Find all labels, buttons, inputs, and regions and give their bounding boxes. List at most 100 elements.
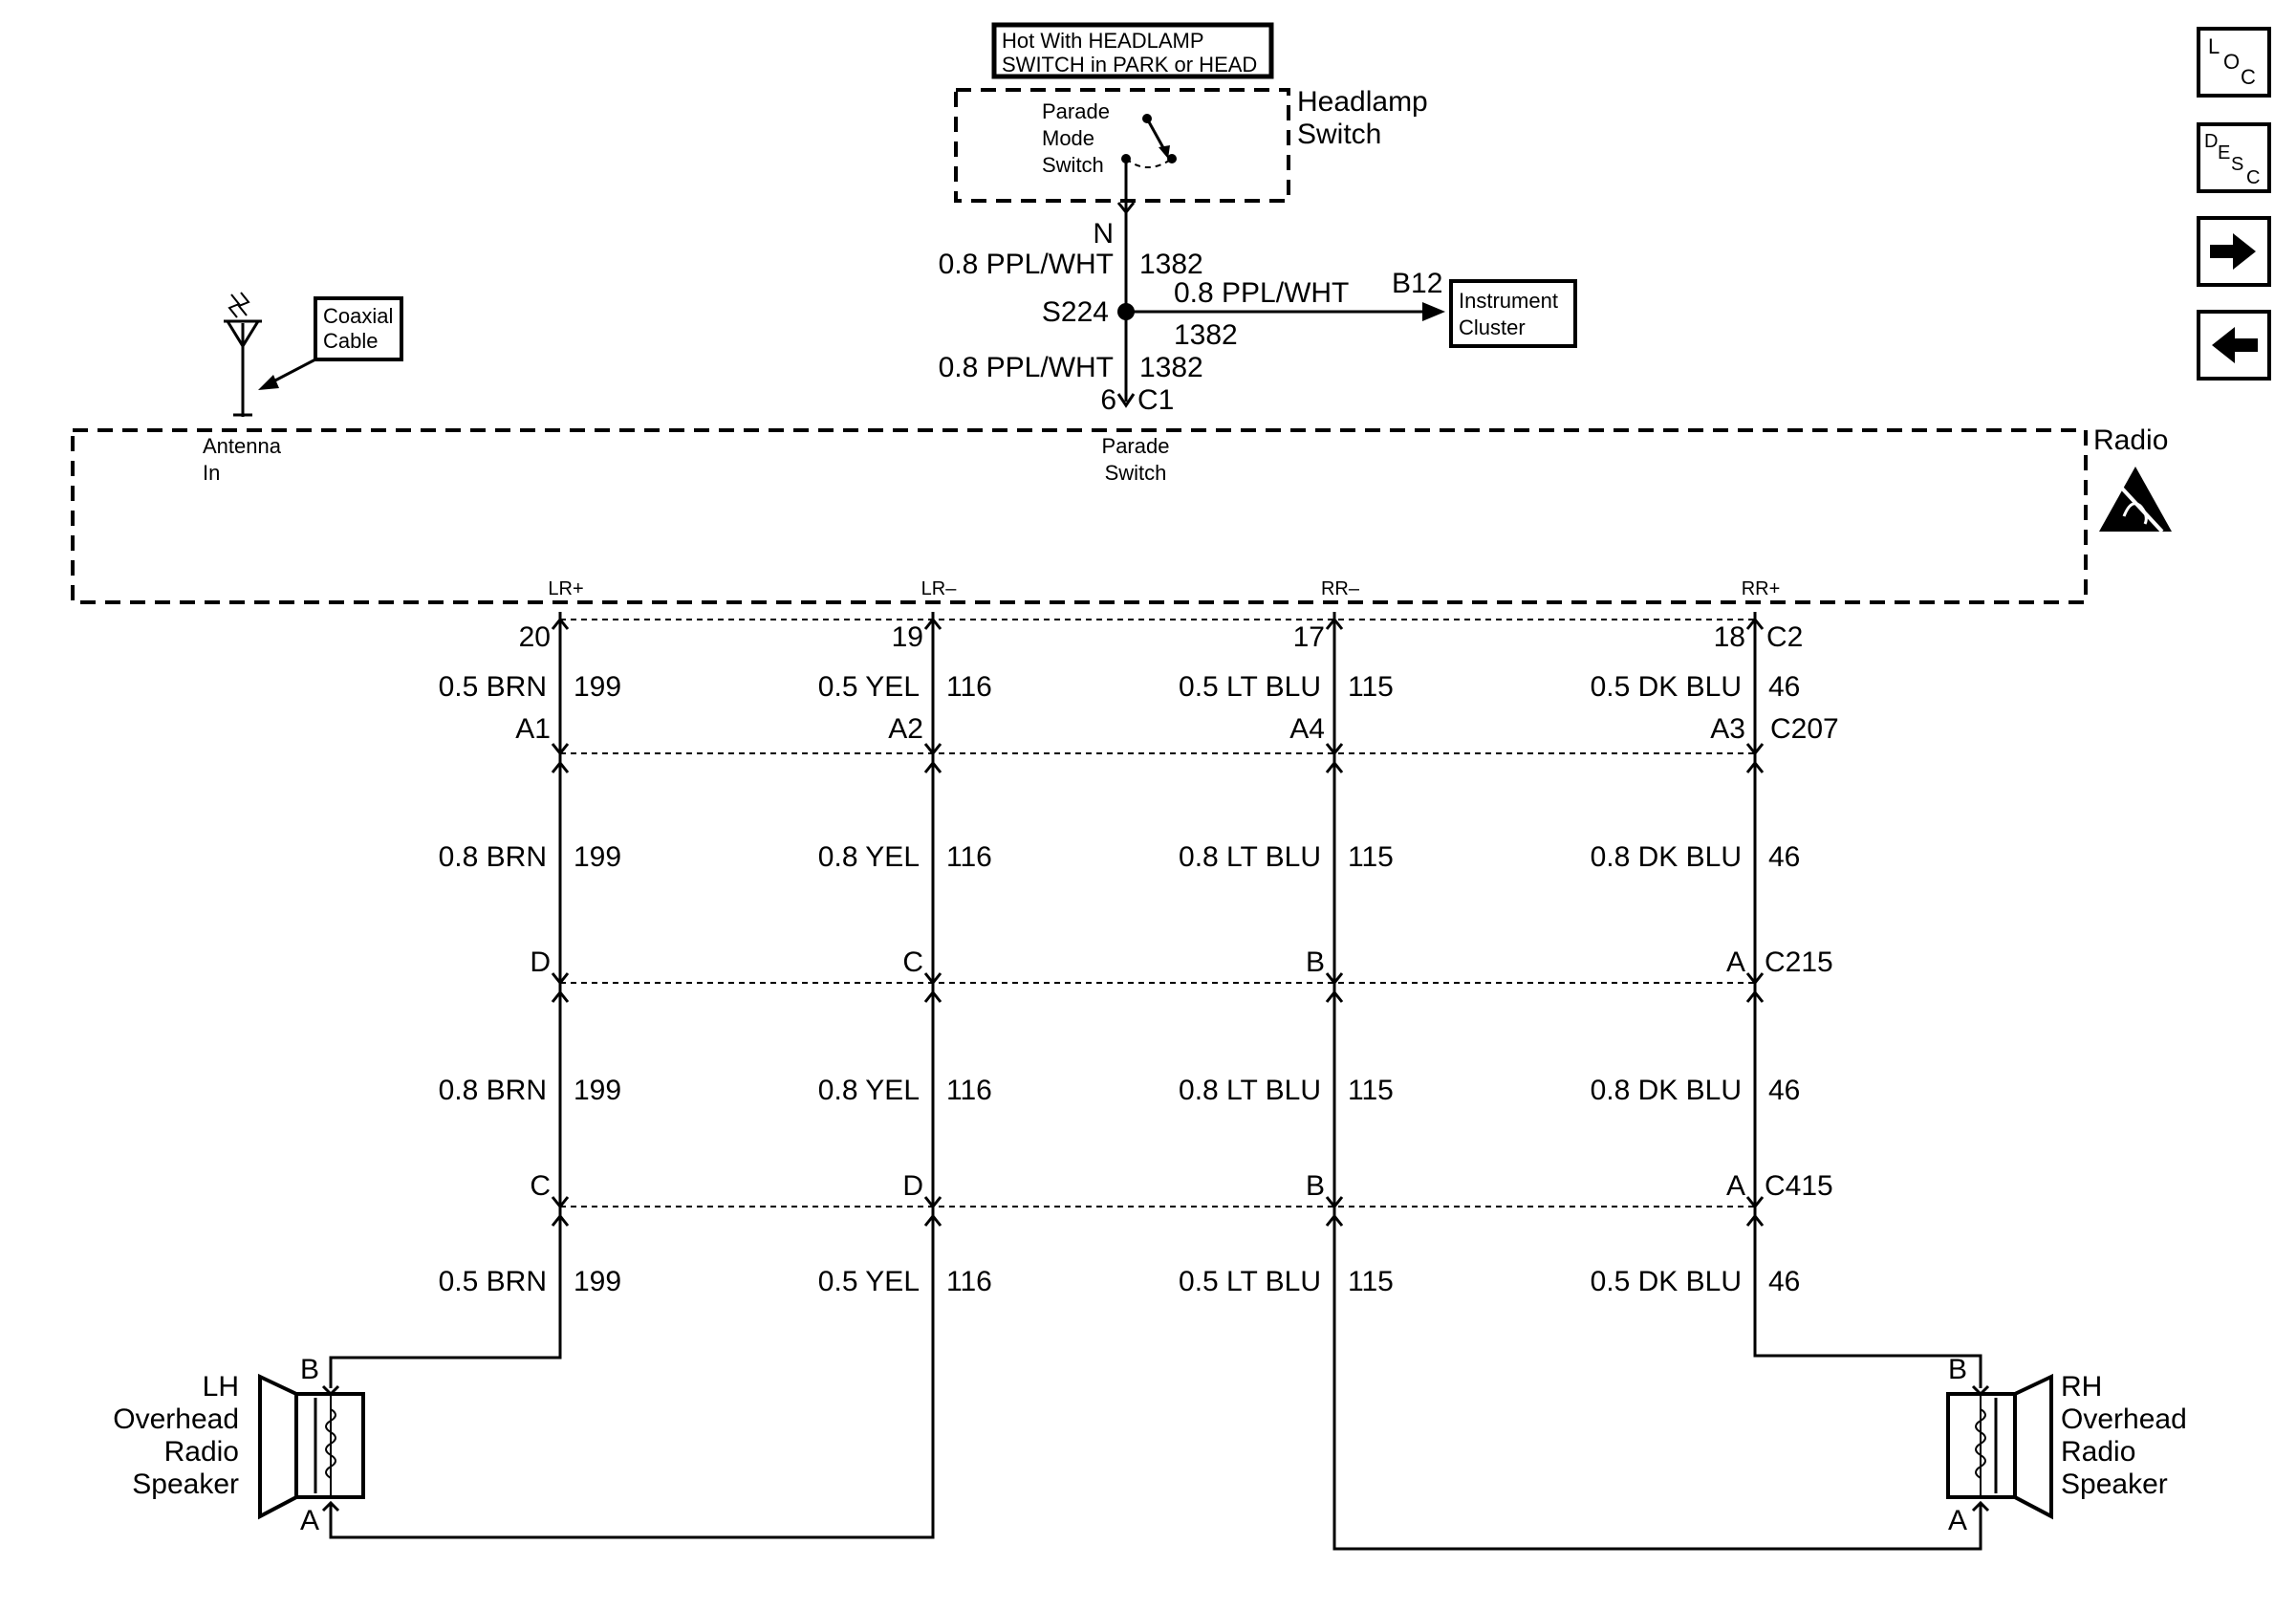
ch1-seg4-color: 0.5 BRN	[439, 1266, 547, 1297]
lh-speaker-label-3: Radio	[164, 1436, 239, 1468]
ch2-seg1-circuit: 116	[946, 671, 992, 703]
desc-letter-d: D	[2204, 131, 2218, 152]
feed-wire-1-label: 0.8 PPL/WHT	[939, 249, 1114, 280]
ch3-pin-chevron	[1325, 990, 1344, 1003]
ch2-seg1-color: 0.5 YEL	[818, 671, 920, 703]
ch2-seg3-color: 0.8 YEL	[818, 1075, 920, 1106]
feed-wire	[1116, 202, 1445, 408]
headlamp-switch-title-2: Switch	[1297, 119, 1381, 150]
ch4-pin-c2: 18	[1714, 621, 1745, 653]
instrument-cluster-line-1: Instrument	[1459, 289, 1558, 313]
ch4-seg3-circuit: 46	[1768, 1075, 1800, 1106]
ch2-pin-c2: 19	[892, 621, 923, 653]
branch-arrow	[1422, 302, 1445, 321]
feed-wire-2-label: 0.8 PPL/WHT	[939, 352, 1114, 383]
ch3-seg4-circuit: 115	[1348, 1266, 1394, 1297]
ch3-pin-chevron	[1325, 617, 1344, 630]
lh-speaker-pin-a: A	[300, 1505, 319, 1536]
ch1-pin-c415: C	[530, 1170, 551, 1202]
arrow-right-icon	[2210, 233, 2256, 270]
coaxial-cable-box	[314, 296, 403, 361]
desc-letter-s: S	[2231, 154, 2243, 175]
ch4-pin-chevron	[1745, 972, 1765, 986]
pin-6: 6	[1100, 384, 1116, 416]
desc-letter-e: E	[2218, 142, 2230, 163]
headlamp-switch-title-1: Headlamp	[1297, 86, 1428, 118]
lh-speaker-wire-b	[329, 1207, 562, 1388]
connector-c2: C2	[1766, 621, 1803, 653]
loc-button[interactable]: L O C	[2197, 27, 2271, 98]
connector-c215: C215	[1765, 946, 1833, 978]
loc-letter-o: O	[2223, 50, 2240, 74]
ch4-pin-c415: A	[1726, 1170, 1745, 1202]
desc-letter-c: C	[2246, 167, 2260, 188]
ch3-seg3-color: 0.8 LT BLU	[1179, 1075, 1321, 1106]
ch1-radio-terminal: LR+	[548, 578, 583, 599]
ch1-seg1-color: 0.5 BRN	[439, 671, 547, 703]
connector-c1: C1	[1137, 384, 1174, 416]
ch1-seg3-color: 0.8 BRN	[439, 1075, 547, 1106]
radio-box	[71, 428, 2088, 604]
ch2-pin-c207: A2	[888, 713, 923, 745]
ch3-pin-c207: A4	[1289, 713, 1325, 745]
instrument-cluster-line-2: Cluster	[1459, 315, 1526, 339]
antenna-icon	[224, 292, 262, 417]
next-button[interactable]	[2197, 216, 2271, 287]
ch4-seg3-color: 0.8 DK BLU	[1591, 1075, 1742, 1106]
ch2-pin-chevron	[923, 743, 942, 756]
ch4-pin-chevron	[1745, 990, 1765, 1003]
parade-switch-contact-icon	[1121, 114, 1177, 199]
ch1-pin-c215: D	[530, 946, 551, 978]
rh-speaker-icon	[1946, 1373, 2053, 1520]
loc-letter-c: C	[2241, 65, 2256, 89]
ch4-pin-c215: A	[1726, 946, 1745, 978]
loc-letter-l: L	[2208, 34, 2220, 58]
ch3-pin-chevron	[1325, 972, 1344, 986]
parade-switch-line-1: Parade	[1102, 434, 1170, 458]
arrow-left-icon	[2212, 327, 2258, 363]
lh-speaker-label-2: Overhead	[113, 1403, 239, 1435]
ch1-pin-c207: A1	[515, 713, 551, 745]
rh-speaker-label-2: Overhead	[2061, 1403, 2187, 1435]
ch3-pin-c2: 17	[1293, 621, 1325, 653]
ch1-seg2-color: 0.8 BRN	[439, 841, 547, 873]
ch3-pin-c415: B	[1306, 1170, 1325, 1202]
back-button[interactable]	[2197, 310, 2271, 381]
branch-wire-circuit: 1382	[1174, 319, 1238, 351]
feed-wire-2-circuit: 1382	[1139, 352, 1203, 383]
ch2-pin-chevron	[923, 760, 942, 773]
coaxial-cable-line-2: Cable	[323, 329, 378, 353]
ch3-seg4-color: 0.5 LT BLU	[1179, 1266, 1321, 1297]
lh-speaker-label-1: LH	[203, 1371, 239, 1403]
ch4-seg4-color: 0.5 DK BLU	[1591, 1266, 1742, 1297]
antenna-in-line-1: Antenna	[203, 434, 282, 458]
ch1-pin-c2: 20	[519, 621, 551, 653]
ch3-seg2-color: 0.8 LT BLU	[1179, 841, 1321, 873]
ch2-pin-c215: C	[902, 946, 923, 978]
desc-button[interactable]: D E S C	[2197, 122, 2271, 193]
antenna-in-line-2: In	[203, 461, 220, 485]
ch1-seg3-circuit: 199	[574, 1075, 621, 1106]
ch1-pin-chevron	[551, 617, 570, 630]
ch3-seg1-color: 0.5 LT BLU	[1179, 671, 1321, 703]
lh-speaker-pin-b: B	[300, 1354, 319, 1385]
rh-speaker-wire-a	[1332, 1207, 1982, 1551]
ch2-seg4-color: 0.5 YEL	[818, 1266, 920, 1297]
parade-mode-switch-line-2: Mode	[1042, 126, 1094, 150]
rh-speaker-wire-b	[1753, 1207, 1982, 1388]
ch3-seg3-circuit: 115	[1348, 1075, 1394, 1106]
lh-speaker-wire-a	[329, 1207, 935, 1539]
rh-speaker-pin-a: A	[1948, 1505, 1967, 1536]
ch4-radio-terminal: RR+	[1742, 578, 1781, 599]
ch3-pin-chevron	[1325, 760, 1344, 773]
ch2-seg3-circuit: 116	[946, 1075, 992, 1106]
ch3-pin-chevron	[1325, 743, 1344, 756]
ch4-pin-chevron	[1745, 617, 1765, 630]
connector-c207: C207	[1770, 713, 1839, 745]
hot-line-2: SWITCH in PARK or HEAD	[1002, 53, 1257, 76]
ch2-seg4-circuit: 116	[946, 1266, 992, 1297]
parade-mode-switch-line-3: Switch	[1042, 153, 1104, 177]
branch-wire-label: 0.8 PPL/WHT	[1174, 277, 1349, 309]
